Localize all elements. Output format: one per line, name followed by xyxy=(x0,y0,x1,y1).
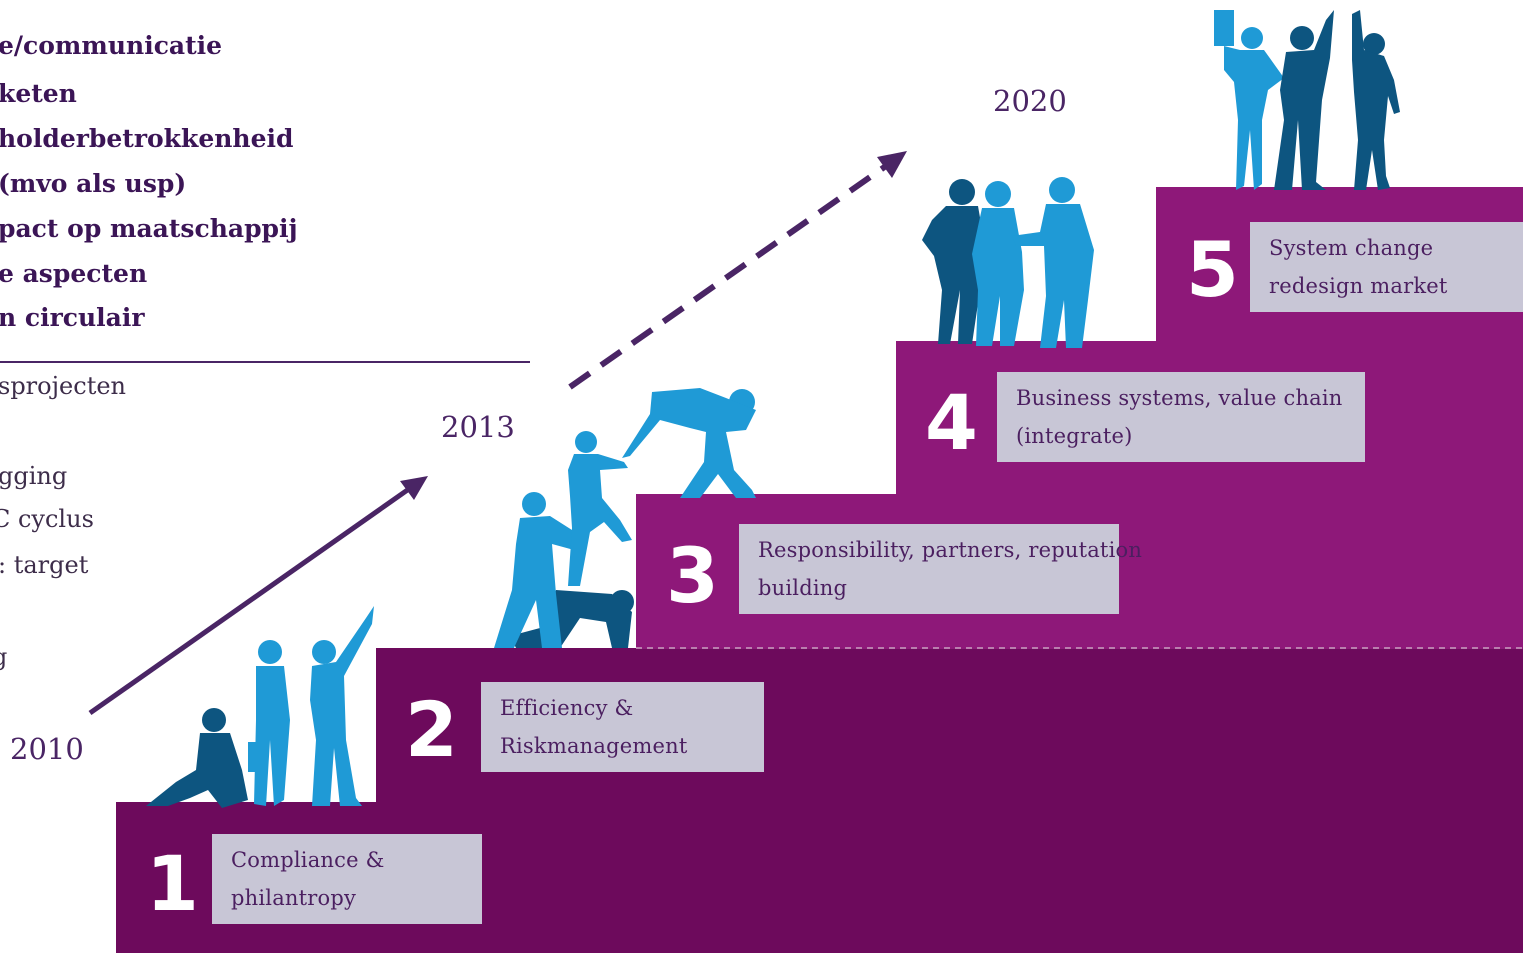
step-5-label: System change redesign market xyxy=(1250,222,1523,312)
step-2-label-line1: Efficiency & xyxy=(500,696,634,720)
highfive-man-icon xyxy=(1274,10,1334,190)
handshake-person-icon xyxy=(1012,177,1094,348)
step-2-label: Efficiency & Riskmanagement xyxy=(481,682,764,772)
woman-with-document-icon xyxy=(1214,10,1284,190)
step-1-label-line1: Compliance & xyxy=(231,848,385,872)
step-5-label-line2: redesign market xyxy=(1269,274,1448,298)
year-2020: 2020 xyxy=(993,84,1067,118)
left-list-item: e aspecten xyxy=(0,259,148,288)
step-number-4: 4 xyxy=(925,378,978,467)
step-4-label: Business systems, value chain (integrate… xyxy=(997,372,1365,462)
left-list-item: g xyxy=(0,645,7,669)
left-list-item: sprojecten xyxy=(0,372,126,400)
growth-arrow-dashed xyxy=(568,151,907,390)
step-4-label-line1: Business systems, value chain xyxy=(1016,386,1343,410)
step-2-label-line2: Riskmanagement xyxy=(500,734,688,758)
pointing-person-icon xyxy=(310,606,374,806)
left-list-item: holderbetrokkenheid xyxy=(0,124,294,153)
helping-person-icon xyxy=(622,388,756,498)
step-number-1: 1 xyxy=(146,839,199,928)
left-list-item: : target xyxy=(0,551,89,579)
people-figures-step-5 xyxy=(1214,10,1400,190)
left-list-item: pact op maatschappij xyxy=(0,214,298,243)
people-figures-step-4 xyxy=(922,177,1094,348)
left-list-item: e/communicatie xyxy=(0,31,223,60)
left-list-item: (mvo als usp) xyxy=(0,169,187,198)
left-list-item: C cyclus xyxy=(0,505,94,533)
left-list-item: gging xyxy=(0,462,68,490)
standing-person-icon xyxy=(922,179,986,344)
step-1-label: Compliance & philantropy xyxy=(212,834,482,924)
step-number-2: 2 xyxy=(405,685,458,774)
step-3-label-line1: Responsibility, partners, reputation xyxy=(758,538,1143,562)
standing-person-icon xyxy=(248,640,290,806)
left-list-item: keten xyxy=(0,79,77,108)
highfive-woman-icon xyxy=(1352,10,1400,190)
seated-person-icon xyxy=(146,708,248,808)
left-list-item: n circulair xyxy=(0,303,145,332)
standing-person-icon xyxy=(972,181,1024,346)
climbing-person-icon xyxy=(568,431,632,586)
step-number-5: 5 xyxy=(1186,225,1239,314)
step-4-label-line2: (integrate) xyxy=(1016,424,1133,448)
step-1-label-line2: philantropy xyxy=(231,886,357,910)
people-figures-step-2 xyxy=(494,431,634,648)
step-3-label-line2: building xyxy=(758,576,848,600)
year-2013: 2013 xyxy=(441,410,515,444)
step-3-label: Responsibility, partners, reputation bui… xyxy=(739,524,1143,614)
people-figures-step-1 xyxy=(146,606,374,808)
step-5-label-line1: System change xyxy=(1269,236,1434,260)
list-divider xyxy=(0,361,530,363)
pushing-person-icon xyxy=(494,492,574,648)
growth-arrow-solid xyxy=(88,476,428,716)
step-number-3: 3 xyxy=(666,531,719,620)
year-2010: 2010 xyxy=(10,732,84,766)
